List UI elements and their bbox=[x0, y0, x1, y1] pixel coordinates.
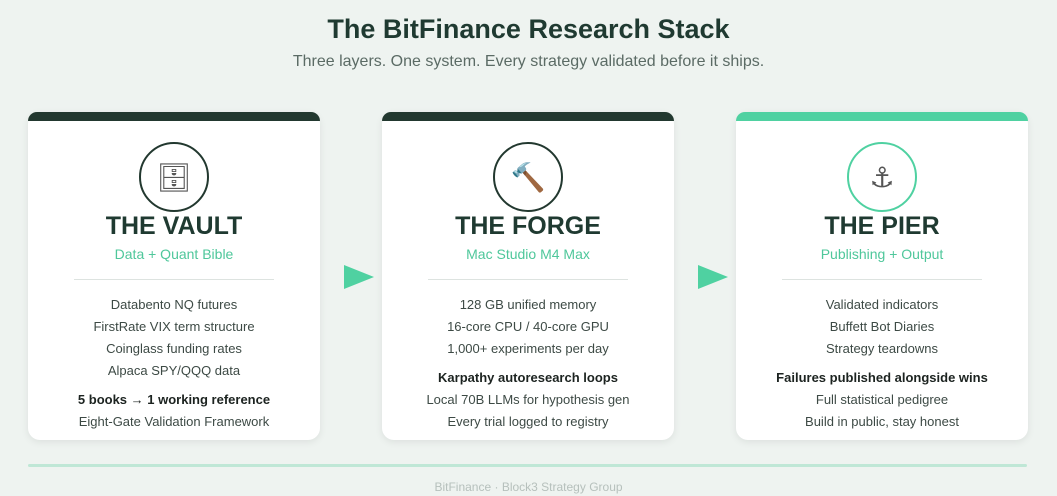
list-item: FirstRate VIX term structure bbox=[93, 319, 255, 334]
list-item: 128 GB unified memory bbox=[459, 297, 597, 312]
list-item: Eight-Gate Validation Framework bbox=[78, 414, 270, 429]
card-item-list: Validated indicators Buffett Bot Diaries… bbox=[736, 294, 1028, 433]
list-item: Alpaca SPY/QQQ data bbox=[107, 363, 241, 378]
list-item: Every trial logged to registry bbox=[447, 414, 609, 429]
card-divider bbox=[74, 279, 274, 280]
footer-text: BitFinance · Block3 Strategy Group bbox=[434, 480, 623, 494]
list-item: Full statistical pedigree bbox=[815, 392, 949, 407]
emphasis-item: 5 books → 1 working reference bbox=[77, 392, 271, 407]
card-top-bar bbox=[28, 112, 320, 121]
list-item: Validated indicators bbox=[825, 297, 939, 312]
card-divider bbox=[782, 279, 982, 280]
page-title: The BitFinance Research Stack bbox=[327, 14, 730, 44]
list-item: Buffett Bot Diaries bbox=[829, 319, 935, 334]
card-title: THE VAULT bbox=[105, 212, 243, 240]
list-item: Strategy teardowns bbox=[825, 341, 938, 356]
card-title: THE FORGE bbox=[455, 212, 601, 240]
card-tagline: Publishing + Output bbox=[820, 246, 944, 262]
hammer-icon: 🔨 bbox=[493, 142, 563, 212]
forge-card: 🔨 THE FORGE Mac Studio M4 Max 128 GB uni… bbox=[382, 112, 674, 440]
card-tagline: Data + Quant Bible bbox=[114, 246, 234, 262]
card-item-list: 128 GB unified memory 16-core CPU / 40-c… bbox=[382, 294, 674, 433]
list-item: Build in public, stay honest bbox=[805, 414, 959, 429]
arrow-right-icon bbox=[698, 265, 728, 289]
file-cabinet-icon: 🗄 bbox=[139, 142, 209, 212]
list-item: Databento NQ futures bbox=[110, 297, 238, 312]
emphasis-item: Karpathy autoresearch loops bbox=[438, 370, 618, 385]
list-item: 16-core CPU / 40-core GPU bbox=[447, 319, 609, 334]
list-item: Coinglass funding rates bbox=[106, 341, 242, 356]
card-tagline: Mac Studio M4 Max bbox=[466, 246, 590, 262]
card-item-list: Databento NQ futures FirstRate VIX term … bbox=[28, 294, 320, 433]
card-top-bar bbox=[382, 112, 674, 121]
card-title: THE PIER bbox=[824, 212, 940, 240]
vault-card: 🗄 THE VAULT Data + Quant Bible Databento… bbox=[28, 112, 320, 440]
footer-divider bbox=[28, 464, 1027, 467]
list-item: Local 70B LLMs for hypothesis gen bbox=[426, 392, 630, 407]
emphasis-item: Failures published alongside wins bbox=[776, 370, 988, 385]
anchor-icon: ⚓ bbox=[847, 142, 917, 212]
list-item: 1,000+ experiments per day bbox=[447, 341, 609, 356]
card-top-bar bbox=[736, 112, 1028, 121]
arrow-right-icon bbox=[344, 265, 374, 289]
card-divider bbox=[428, 279, 628, 280]
pier-card: ⚓ THE PIER Publishing + Output Validated… bbox=[736, 112, 1028, 440]
page-subtitle: Three layers. One system. Every strategy… bbox=[292, 53, 765, 70]
